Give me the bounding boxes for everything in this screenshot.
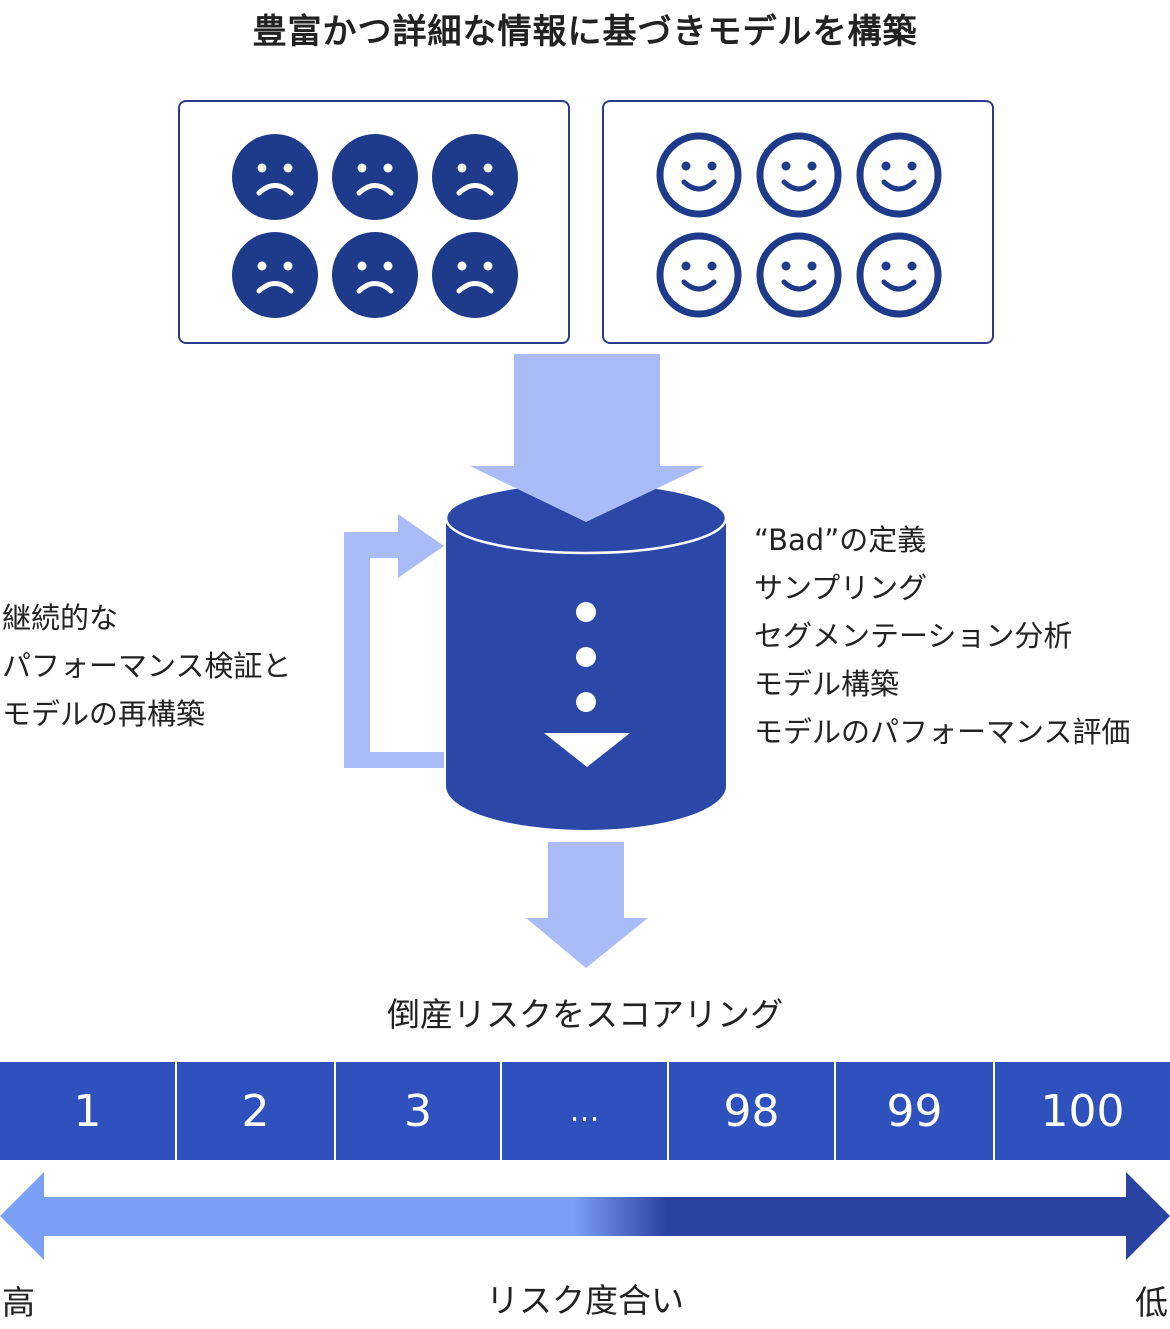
score-divider bbox=[500, 1062, 502, 1160]
loop-note-line: パフォーマンス検証と bbox=[2, 649, 292, 683]
step-item: サンプリング bbox=[754, 571, 928, 605]
input-arrow bbox=[470, 354, 704, 522]
smiley-face-icon bbox=[656, 232, 742, 318]
score-cell: 99 bbox=[886, 1085, 943, 1137]
process-dot bbox=[576, 692, 596, 712]
risk-scale-arrow bbox=[0, 1172, 1170, 1260]
step-item: モデル構築 bbox=[754, 667, 900, 701]
score-cell: 3 bbox=[404, 1085, 432, 1137]
scale-high-label: 高 bbox=[2, 1283, 35, 1322]
smiley-face-icon bbox=[756, 132, 842, 218]
score-divider bbox=[993, 1062, 995, 1160]
database-cylinder bbox=[444, 481, 728, 830]
feedback-loop-arrow bbox=[344, 514, 444, 768]
loop-note-line: モデルの再構築 bbox=[2, 697, 206, 731]
good-samples-panel bbox=[602, 100, 994, 344]
loop-note-line: 継続的な bbox=[2, 601, 119, 635]
smiley-face-icon bbox=[856, 132, 942, 218]
score-bar: 1 2 3 … 98 99 100 bbox=[0, 1062, 1170, 1160]
scale-low-label: 低 bbox=[1135, 1283, 1168, 1322]
score-cell: 1 bbox=[73, 1085, 102, 1137]
smiley-face-icon bbox=[656, 132, 742, 218]
bad-samples-panel bbox=[178, 100, 570, 344]
score-divider bbox=[667, 1062, 669, 1160]
scale-center-label: リスク度合い bbox=[486, 1281, 684, 1320]
step-item: “Bad”の定義 bbox=[754, 523, 927, 557]
sad-face-icon bbox=[232, 134, 318, 220]
sad-face-icon bbox=[332, 134, 418, 220]
process-down-triangle bbox=[544, 733, 630, 767]
sad-face-icon bbox=[432, 232, 518, 318]
model-flow-diagram bbox=[344, 354, 728, 968]
sad-face-icon bbox=[432, 134, 518, 220]
score-cell: 98 bbox=[723, 1085, 780, 1137]
step-item: セグメンテーション分析 bbox=[754, 619, 1073, 653]
process-dot bbox=[576, 602, 596, 622]
step-item: モデルのパフォーマンス評価 bbox=[754, 715, 1131, 749]
output-arrow bbox=[526, 842, 648, 968]
page-title: 豊富かつ詳細な情報に基づきモデルを構築 bbox=[252, 12, 918, 52]
process-dot bbox=[576, 647, 596, 667]
score-cell: 2 bbox=[241, 1085, 270, 1137]
score-cell: 100 bbox=[1040, 1085, 1125, 1137]
smiley-face-icon bbox=[756, 232, 842, 318]
score-cell: … bbox=[569, 1093, 600, 1129]
score-divider bbox=[334, 1062, 336, 1160]
loop-note: 継続的な パフォーマンス検証と モデルの再構築 bbox=[2, 594, 291, 738]
scoring-label: 倒産リスクをスコアリング bbox=[387, 995, 783, 1034]
score-divider bbox=[834, 1062, 836, 1160]
sad-face-icon bbox=[332, 232, 418, 318]
sad-face-icon bbox=[232, 232, 318, 318]
smiley-face-icon bbox=[856, 232, 942, 318]
model-steps-list: “Bad”の定義 サンプリング セグメンテーション分析 モデル構築 モデルのパフ… bbox=[754, 516, 1130, 756]
score-divider bbox=[175, 1062, 177, 1160]
